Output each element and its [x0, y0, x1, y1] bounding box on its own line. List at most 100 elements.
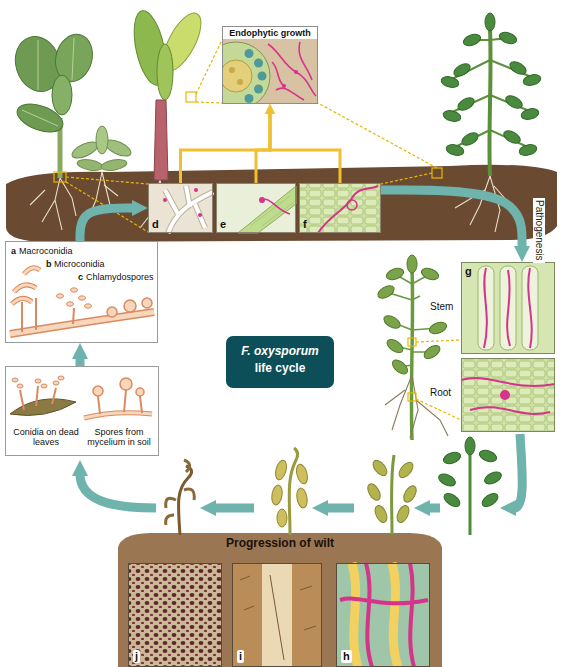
leader-line — [432, 168, 442, 178]
tomato-plant — [485, 13, 495, 31]
leader-line — [66, 40, 437, 232]
spore-key: b — [46, 259, 52, 269]
plant-roots — [30, 178, 76, 230]
badge-title: F. oxysporum — [226, 345, 334, 359]
root-hair-panel — [194, 188, 198, 192]
spore-illustration — [79, 296, 86, 300]
root-tip-panel — [250, 196, 294, 226]
panel-letter: d — [152, 218, 159, 231]
tomato-plant — [452, 61, 473, 79]
infected-plant — [390, 357, 410, 376]
conidia-illustration — [5, 366, 157, 456]
vessel-panel — [352, 563, 398, 667]
wilting-plant — [469, 450, 472, 535]
conidia-illustration — [84, 413, 152, 418]
root-tip-panel — [216, 183, 296, 233]
conidia-illustration — [98, 390, 142, 414]
spore-box: Conidia on dead leavesSpores from myceli… — [5, 366, 159, 456]
stem-surface-panel — [240, 575, 316, 660]
vessel-panel — [336, 563, 430, 667]
root-hair-panel — [148, 183, 213, 233]
endophytic-arrow — [270, 113, 340, 183]
infected-plant — [411, 270, 412, 440]
endophytic-inset — [237, 79, 243, 85]
wilting-plant — [442, 491, 462, 510]
wilting-plant — [365, 458, 419, 524]
detail-panel: e — [216, 183, 296, 233]
wilting-plant — [270, 484, 283, 505]
infected-plant — [420, 266, 440, 282]
tomato-plant — [504, 93, 525, 111]
endophytic-arrow — [181, 113, 271, 183]
stem-section — [478, 266, 538, 350]
cycle-arrow — [80, 474, 156, 508]
spore-illustration — [85, 304, 92, 308]
stem-surface-panel — [232, 563, 322, 667]
conidia-illustration — [136, 388, 144, 396]
root-hair-panel — [165, 186, 213, 233]
cycle-arrow — [76, 357, 85, 366]
tomato-plant — [460, 130, 481, 148]
tomato-plant — [489, 28, 490, 176]
panel-letter: h — [341, 650, 352, 663]
wilting-plant — [270, 459, 309, 527]
tomato-plant — [440, 13, 542, 157]
root-cells-panel — [347, 200, 357, 210]
endophytic-arrow — [256, 113, 270, 183]
wilting-plant — [166, 460, 195, 525]
rosette-plant — [96, 126, 108, 154]
infected-plant — [422, 343, 442, 362]
wilting-plant — [295, 463, 310, 485]
endophytic-inset — [222, 60, 252, 92]
root-hair-panel — [163, 198, 167, 202]
root-cells-panel — [318, 186, 378, 233]
spore-illustration — [67, 302, 74, 306]
infected-plant — [407, 255, 417, 273]
tomato-plant — [456, 95, 477, 113]
wilting-plant — [465, 437, 475, 455]
tomato-plant — [518, 143, 538, 157]
wilting-plant — [478, 448, 498, 464]
spore-label: Macroconidia — [19, 246, 73, 256]
wilting-plant — [365, 482, 383, 503]
panel-letter: g — [465, 265, 472, 278]
vessel-panel — [340, 563, 428, 667]
endophytic-inset — [245, 49, 254, 58]
wilting-plant — [442, 450, 462, 466]
stem-section — [461, 262, 555, 354]
spore-box: aMacroconidiabMicroconidiacChlamydospore… — [5, 241, 158, 343]
region-label: Root — [430, 387, 451, 399]
endophytic-inset — [294, 70, 298, 74]
wilting-plant — [392, 455, 395, 535]
cabbage-plant — [22, 38, 74, 126]
tomato-plant — [440, 13, 542, 176]
infected-plant — [428, 320, 448, 336]
conidia-illustration — [20, 386, 56, 410]
conidia-illustration — [10, 399, 76, 416]
conidia-illustration — [84, 413, 152, 418]
root-hair-panel — [165, 186, 213, 233]
detail-panel: i — [232, 563, 322, 667]
leader-line — [408, 338, 416, 346]
xylem-panel — [128, 563, 222, 667]
caption-text: Spores from mycelium in soil — [83, 427, 155, 448]
endophytic-inset — [229, 67, 235, 73]
infected-plant — [376, 255, 448, 377]
stem-section — [461, 262, 555, 354]
endophytic-inset — [254, 85, 263, 94]
conidia-illustration — [93, 386, 103, 396]
cycle-arrow — [214, 504, 254, 513]
panel-letter: j — [133, 650, 140, 663]
endophytic-inset — [258, 72, 267, 81]
conidia-illustration — [35, 379, 41, 383]
badge-title: life cycle — [226, 362, 334, 376]
leader-line — [186, 92, 196, 102]
root-cells-panel — [299, 183, 381, 233]
leader-line — [54, 40, 442, 232]
root-hair-panel — [148, 183, 213, 233]
spore-illustration — [107, 307, 117, 317]
root-section — [461, 378, 555, 414]
cabbage-plant — [52, 75, 72, 115]
wilt-soil — [118, 533, 442, 667]
tomato-plant — [440, 75, 460, 89]
